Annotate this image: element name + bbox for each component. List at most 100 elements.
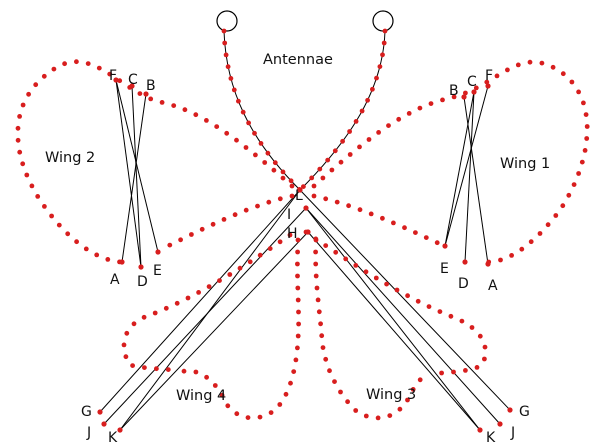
outline-dot xyxy=(353,263,359,268)
outline-dot xyxy=(296,321,301,327)
outline-dot xyxy=(381,40,387,46)
outline-dot xyxy=(463,368,468,373)
outline-dot xyxy=(363,269,369,275)
outline-dot xyxy=(451,369,456,375)
outline-dot xyxy=(509,253,514,258)
outline-dot xyxy=(527,59,533,65)
outline-dot xyxy=(96,65,102,71)
outline-dot xyxy=(415,298,421,304)
outline-dot xyxy=(123,354,129,360)
outline-dot xyxy=(288,178,294,184)
outline-dot xyxy=(327,368,332,374)
outline-dot xyxy=(318,321,323,327)
outline-dot xyxy=(325,157,331,163)
center-label-i: I xyxy=(287,207,291,223)
outline-dot xyxy=(74,239,79,245)
outline-dot xyxy=(463,90,468,96)
w3-label-k: K xyxy=(486,430,496,446)
outline-dot xyxy=(293,357,299,363)
outline-dot xyxy=(313,273,319,279)
outline-dot xyxy=(353,119,359,124)
outline-dot xyxy=(181,368,187,374)
connector-line xyxy=(119,231,309,431)
wing3-bottom xyxy=(313,237,423,421)
outline-dot xyxy=(396,116,402,122)
outline-dot xyxy=(571,182,577,188)
point-w2B xyxy=(143,91,149,97)
outline-dot xyxy=(413,230,418,236)
outline-dot xyxy=(581,100,586,106)
connection-lines xyxy=(99,79,511,431)
outline-dot xyxy=(152,310,158,316)
wing2-label: Wing 2 xyxy=(45,150,95,166)
wing4-label: Wing 4 xyxy=(176,388,226,404)
outline-dot xyxy=(459,318,465,324)
wing3-label: Wing 3 xyxy=(366,387,416,403)
point-w2D xyxy=(138,264,144,270)
left-antenna-tip xyxy=(216,10,238,32)
point-w1F xyxy=(485,83,491,89)
outline-dot xyxy=(402,225,407,231)
outline-dot xyxy=(494,73,500,79)
outline-dot xyxy=(243,145,249,150)
outline-dot xyxy=(380,52,385,58)
outline-dot xyxy=(394,287,400,293)
outline-dot xyxy=(391,220,396,226)
outline-dot xyxy=(255,203,260,209)
w2-label-e: E xyxy=(153,263,162,279)
outline-dot xyxy=(576,89,581,95)
outline-dot xyxy=(340,138,345,144)
outline-dot xyxy=(347,129,352,134)
outline-dot xyxy=(206,284,212,289)
outline-dot xyxy=(311,193,317,199)
outline-dot xyxy=(380,215,385,221)
connector-line xyxy=(131,85,142,268)
outline-dot xyxy=(225,64,231,70)
outline-dot xyxy=(469,325,475,330)
outline-dot xyxy=(237,265,243,271)
outline-dot xyxy=(189,232,194,237)
outline-dot xyxy=(439,370,444,376)
outline-dot xyxy=(498,257,503,263)
point-w4G xyxy=(97,409,103,415)
wing3-outline xyxy=(303,229,488,376)
wing1-lower-edge xyxy=(311,193,440,246)
outline-dot xyxy=(210,221,216,227)
outline-dot xyxy=(185,295,191,301)
outline-dot xyxy=(154,366,159,372)
outline-dot xyxy=(417,377,423,383)
outline-dot xyxy=(94,252,100,258)
outline-dot xyxy=(271,167,277,173)
outline-dot xyxy=(309,175,315,181)
outline-dot xyxy=(576,171,581,176)
point-w2A xyxy=(119,259,125,265)
outline-dot xyxy=(204,374,210,380)
outline-dot xyxy=(405,397,410,403)
point-w1C xyxy=(471,89,477,95)
outline-dot xyxy=(428,101,434,106)
outline-dot xyxy=(332,379,337,384)
outline-dot xyxy=(266,199,272,205)
outline-dot xyxy=(440,97,445,103)
point-w3K xyxy=(477,427,483,433)
outline-dot xyxy=(316,309,322,315)
outline-dot xyxy=(231,87,237,93)
outline-dot xyxy=(257,414,263,420)
outline-dot xyxy=(291,369,297,374)
outline-dot xyxy=(283,391,289,397)
outline-dot xyxy=(212,383,218,388)
w2-label-b: B xyxy=(146,78,156,94)
outline-dot xyxy=(482,356,487,362)
outline-dot xyxy=(313,237,319,243)
outline-dot xyxy=(17,114,22,119)
outline-dot xyxy=(214,124,220,129)
outline-dot xyxy=(49,213,54,219)
outline-dot xyxy=(174,300,180,306)
connector-line xyxy=(121,93,147,263)
outline-dot xyxy=(29,183,35,189)
outline-dot xyxy=(448,313,454,319)
outline-dot xyxy=(560,203,566,209)
outline-dot xyxy=(178,237,184,243)
outline-dot xyxy=(505,67,510,73)
w4-label-j: J xyxy=(86,425,91,441)
